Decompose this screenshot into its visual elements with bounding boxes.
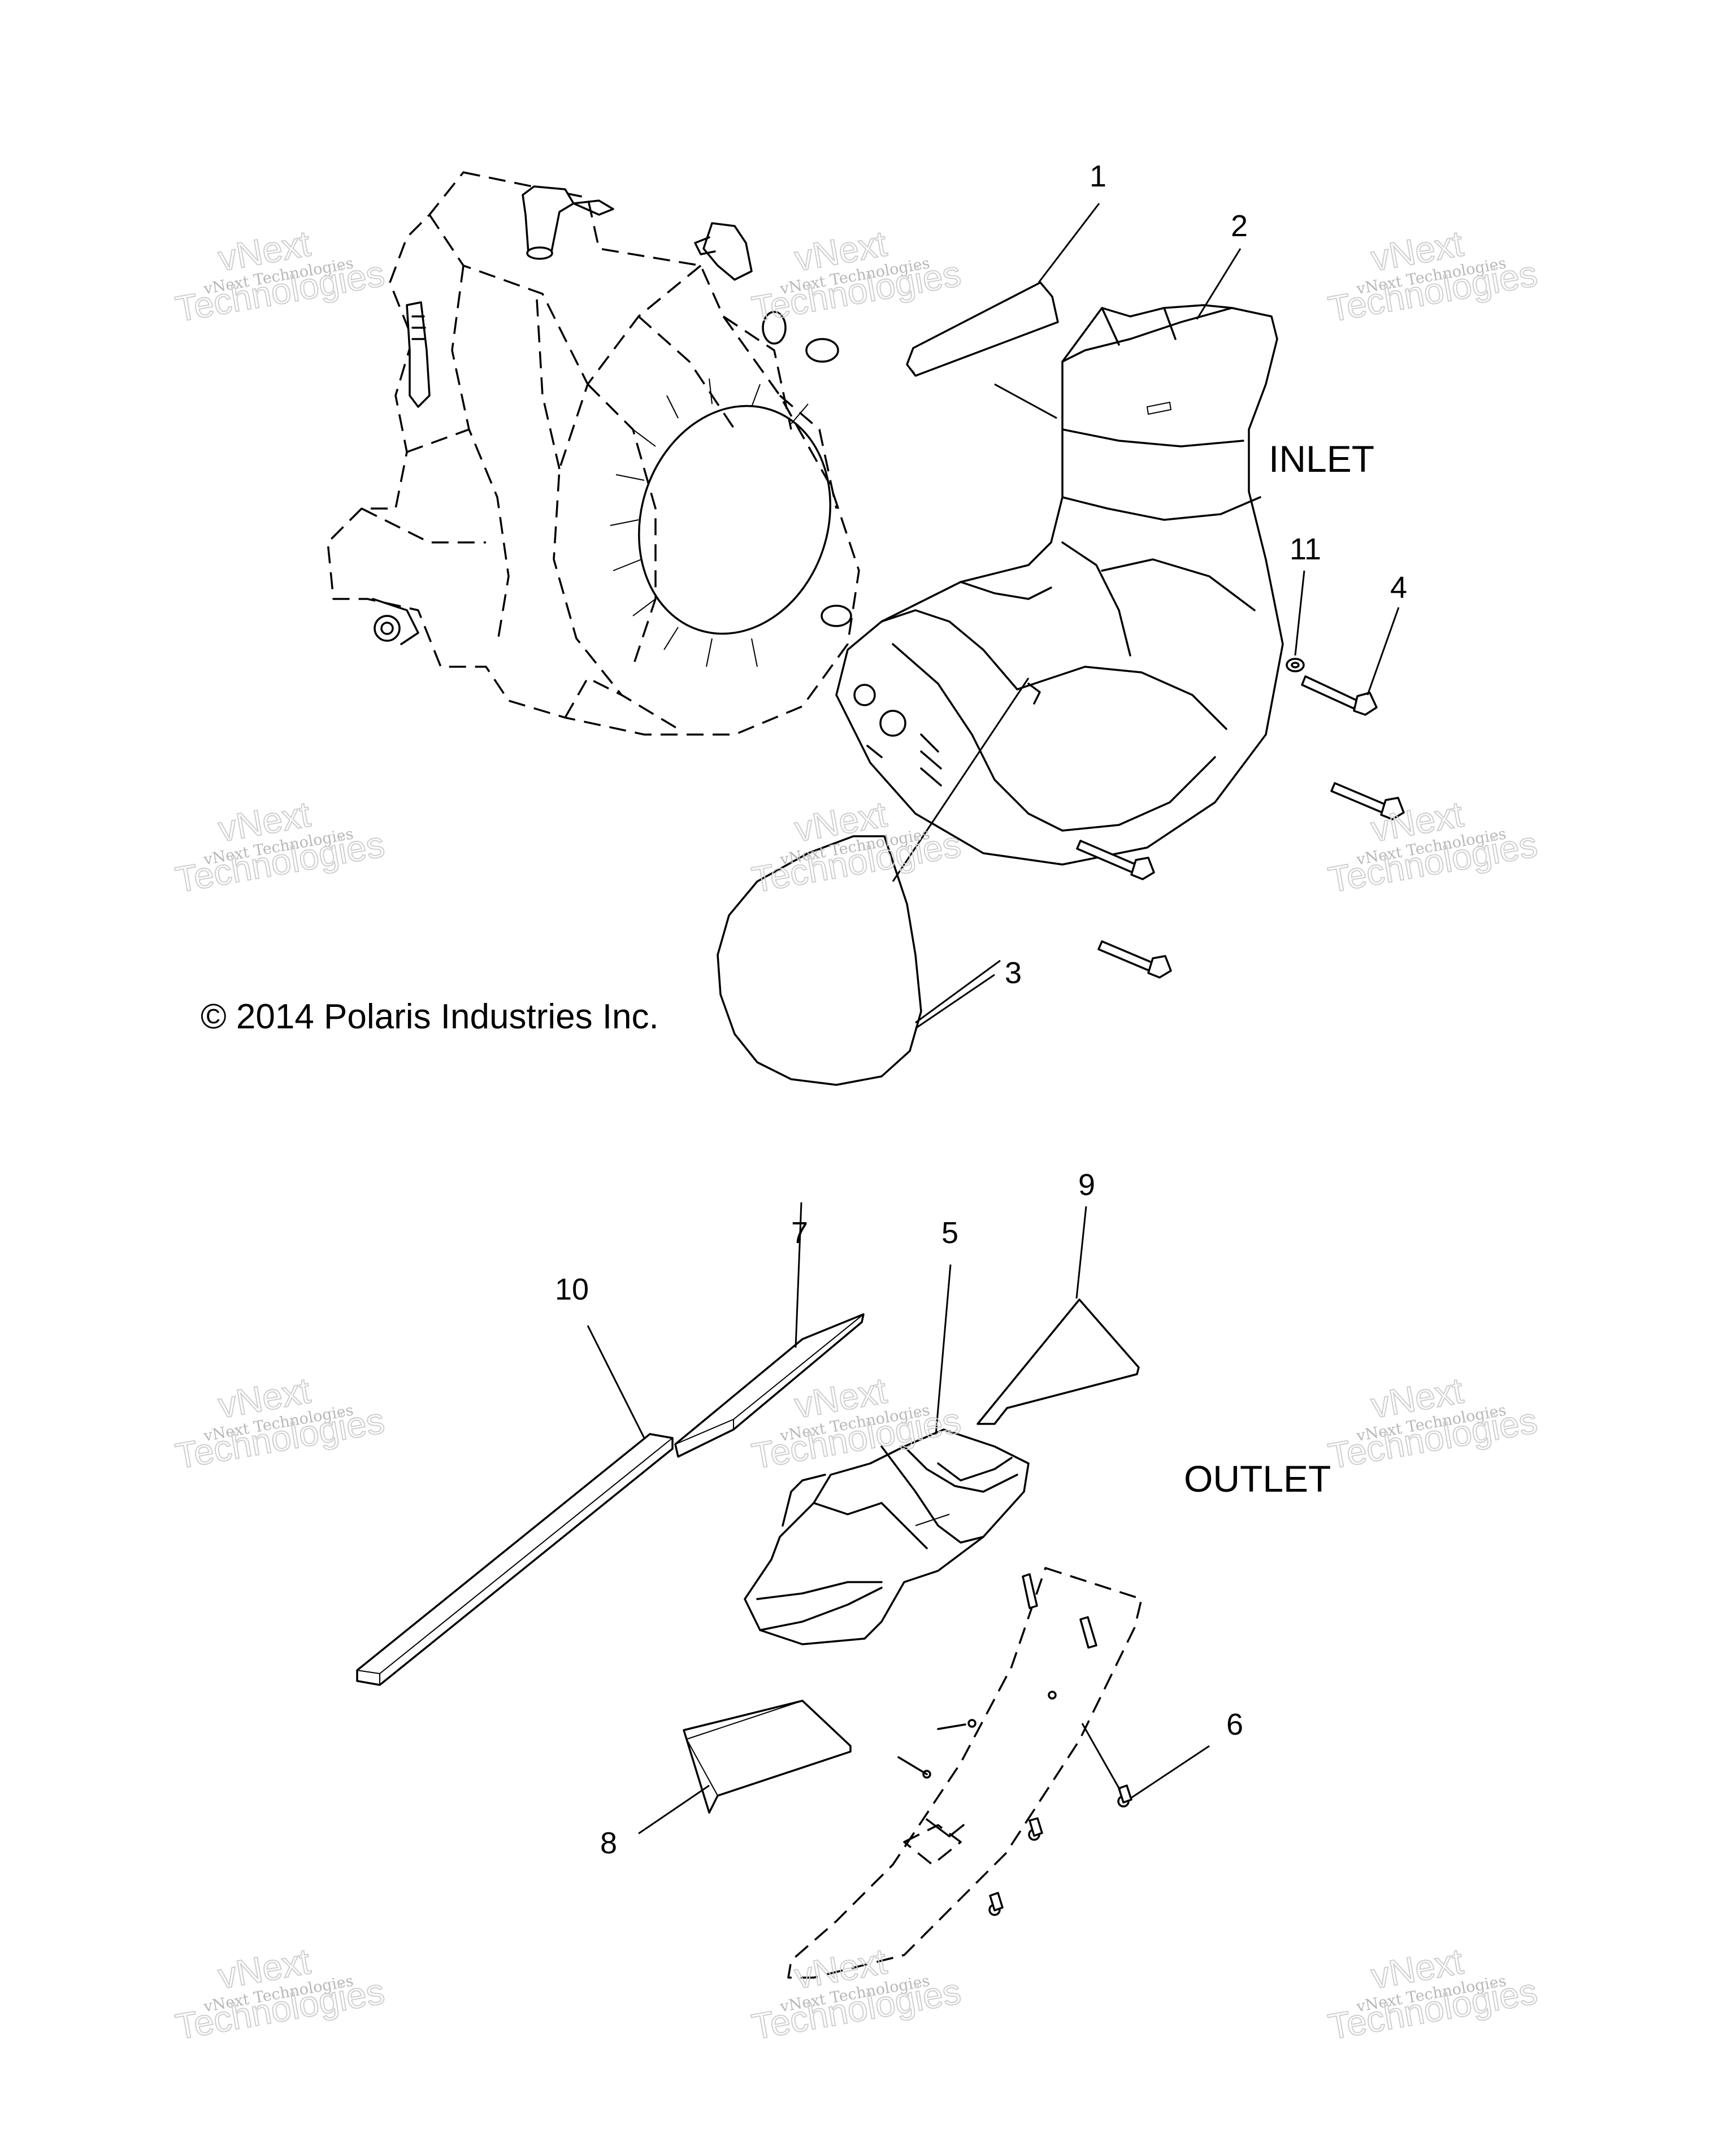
callout-6: 6 [1226, 1708, 1243, 1741]
callout-10: 10 [555, 1272, 589, 1306]
callout-1: 1 [1090, 159, 1106, 193]
part-4-bolt-2 [1330, 782, 1405, 820]
watermark-6: vNext vNext Technologies Technologies [1325, 793, 1540, 901]
boss-icon [762, 311, 852, 627]
watermark-7: vNext vNext Technologies Technologies [172, 1369, 388, 1477]
clutch-opening [610, 378, 831, 667]
callout-leaders [587, 203, 1400, 1835]
part-4-bolt-3 [1076, 840, 1155, 880]
part-7-plate [674, 1313, 865, 1458]
callout-7: 7 [791, 1216, 808, 1250]
callout-5: 5 [941, 1216, 958, 1250]
hose-fitting-icon [694, 222, 753, 281]
callout-9: 9 [1078, 1168, 1095, 1202]
callout-11: 11 [1290, 532, 1321, 566]
sensor-icon [406, 301, 431, 408]
callout-4: 4 [1390, 571, 1407, 605]
watermark-10: vNext vNext Technologies Technologies [172, 1940, 388, 2048]
spark-plug-boot-icon [522, 185, 614, 260]
callout-3: 3 [1005, 956, 1022, 990]
part-10-foam-strip [356, 1433, 674, 1686]
part-11-washer [1286, 658, 1305, 672]
callout-2: 2 [1231, 209, 1248, 243]
watermark-11: vNext vNext Technologies Technologies [748, 1940, 964, 2048]
section-outlet-label: OUTLET [1184, 1458, 1331, 1500]
part-6-screw-2 [1028, 1817, 1043, 1841]
watermark-1: vNext vNext Technologies Technologies [172, 222, 388, 330]
engine-outline [327, 171, 860, 736]
watermark-4: vNext vNext Technologies Technologies [172, 793, 388, 901]
copyright-text: © 2014 Polaris Industries Inc. [201, 997, 659, 1036]
part-6-screw-1 [1117, 1784, 1132, 1808]
watermark-3: vNext vNext Technologies Technologies [1325, 222, 1540, 330]
callout-8: 8 [600, 1826, 617, 1860]
part-9-wedge [976, 1298, 1140, 1425]
watermark-9: vNext vNext Technologies Technologies [1325, 1369, 1540, 1477]
bracket-studs-icon [897, 1573, 1097, 1837]
callout-labels: 1 2 3 11 4 7 5 9 10 6 8 [555, 159, 1407, 1860]
bracket-outline [787, 1567, 1143, 1979]
part-8-wedge [683, 1700, 852, 1814]
part-3-gasket [717, 677, 1030, 1086]
part-4-bolt-4 [1097, 940, 1172, 979]
part-1-pad [906, 281, 1059, 419]
part-2-intake-duct [835, 304, 1284, 866]
watermark-2: vNext vNext Technologies Technologies [748, 222, 964, 330]
section-inlet-label: INLET [1269, 438, 1374, 480]
watermark-12: vNext vNext Technologies Technologies [1325, 1940, 1540, 2048]
engine-mount-icon [372, 598, 419, 645]
part-6-screw-3 [988, 1892, 1004, 1916]
part-5-outlet-duct [744, 1428, 1030, 1645]
part-4-bolt-1 [1301, 675, 1378, 716]
